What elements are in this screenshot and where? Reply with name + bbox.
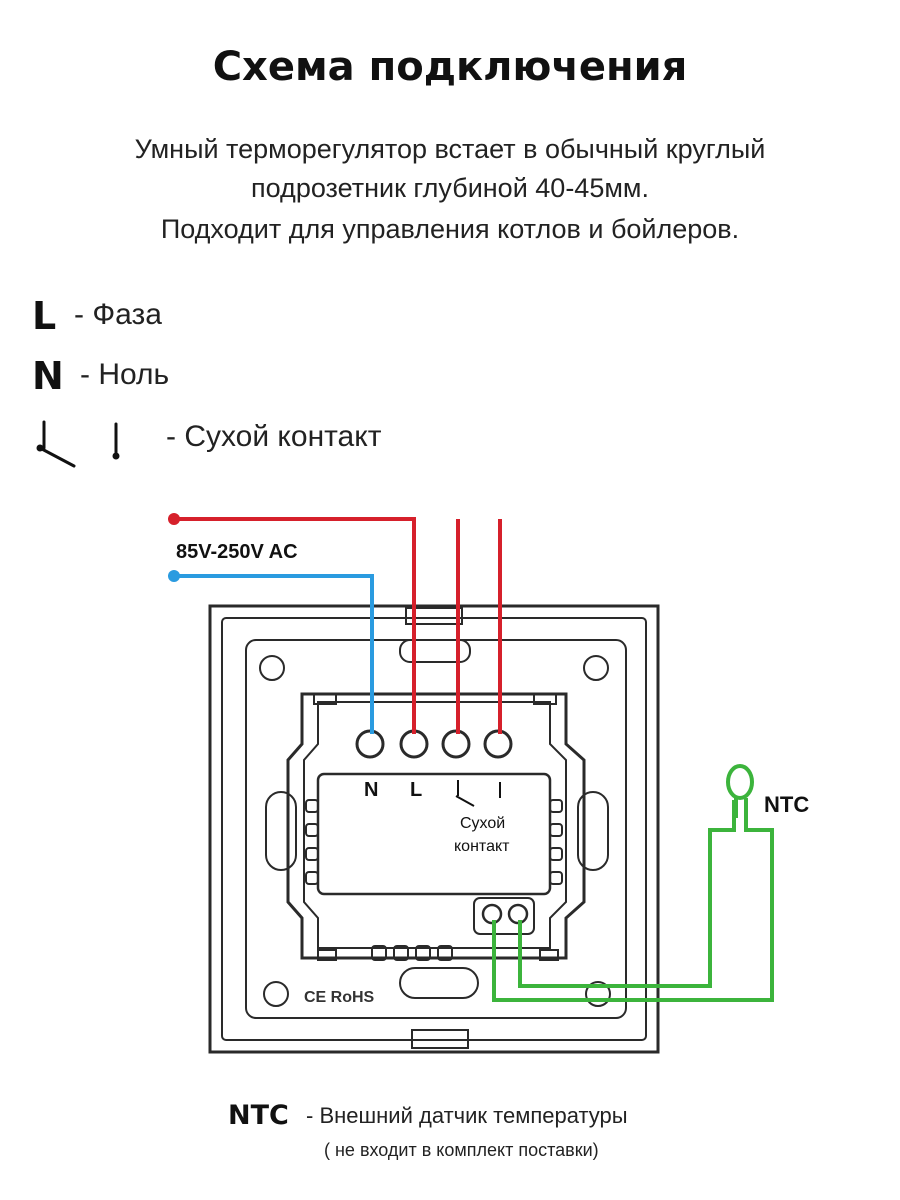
cert-label: CE RoHS: [304, 989, 375, 1006]
intro-line-2: подрозетник глубиной 40-45мм.: [251, 173, 649, 203]
legend-phase-key: L: [32, 294, 57, 338]
footer-ntc-note: ( не входит в комплект поставки): [324, 1140, 599, 1160]
footer-ntc-key: NTC: [228, 1100, 289, 1131]
ntc-sensor-icon: [726, 764, 754, 818]
footer-ntc-text: - Внешний датчик температуры: [306, 1103, 628, 1128]
page-title: Схема подключения: [212, 44, 688, 90]
legend-phase-text: - Фаза: [74, 298, 162, 331]
neutral-wire: [174, 574, 374, 734]
thermostat-back-panel: [208, 604, 660, 1054]
legend-neutral-key: N: [32, 354, 64, 398]
neutral-wire-end: [168, 570, 180, 582]
terminal-n-label: N: [364, 779, 378, 801]
ntc-sensor-label: NTC: [764, 792, 809, 817]
voltage-label: 85V-250V AC: [176, 541, 298, 563]
phase-wires: [174, 517, 502, 734]
ntc-sensor-wires: [492, 800, 774, 1002]
dry-contact-label-2: контакт: [454, 838, 510, 855]
dry-contact-label-1: Сухой: [460, 815, 505, 832]
phase-wire-end: [168, 513, 180, 525]
intro-line-3: Подходит для управления котлов и бойлеро…: [160, 214, 740, 244]
terminal-l-label: L: [410, 779, 422, 801]
board-dry-contact-icon: [455, 780, 501, 807]
legend-dry-contact-text: - Сухой контакт: [166, 420, 382, 453]
legend-neutral-text: - Ноль: [80, 358, 170, 391]
intro-line-1: Умный терморегулятор встает в обычный кр…: [134, 134, 766, 164]
dry-contact-symbol-icon: [36, 420, 120, 468]
